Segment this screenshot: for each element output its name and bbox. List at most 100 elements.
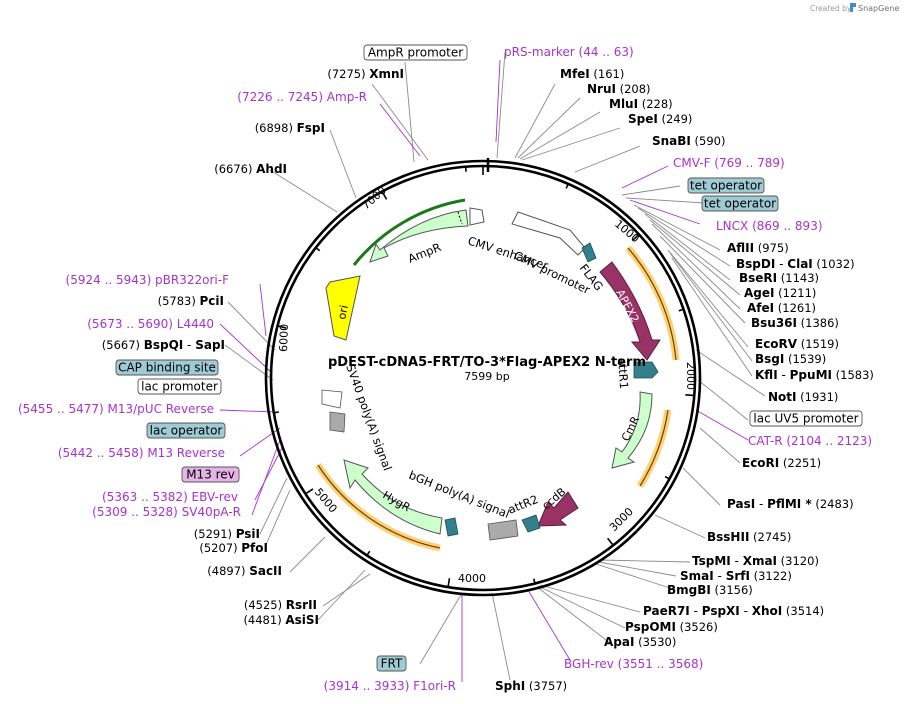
- enzyme-bsu36i[interactable]: Bsu36I (1386): [751, 316, 839, 330]
- feature-ori[interactable]: [325, 275, 361, 341]
- primer-sv40pa-r[interactable]: (5309 .. 5328) SV40pA-R: [92, 505, 241, 519]
- enzyme-noti[interactable]: NotI (1931): [768, 390, 838, 404]
- feature-attr1[interactable]: [633, 361, 659, 379]
- tick-label-4000: 4000: [458, 572, 486, 585]
- enzyme-sphi[interactable]: SphI (3757): [495, 679, 567, 693]
- tick-mark: [274, 411, 279, 414]
- primer-l4440[interactable]: (5673 .. 5690) L4440: [87, 317, 214, 331]
- enzyme-apai[interactable]: ApaI (3530): [604, 635, 676, 649]
- primer-m13-reverse[interactable]: (5442 .. 5458) M13 Reverse: [58, 446, 225, 460]
- feature-ampr[interactable]: [369, 209, 469, 263]
- enzyme-paer7i-pspxi-xhoi[interactable]: PaeR7I - PspXI - XhoI (3514): [643, 604, 824, 618]
- svg-text:FRT: FRT: [381, 657, 403, 671]
- primer-f1ori-r[interactable]: (3914 .. 3933) F1ori-R: [324, 679, 456, 693]
- enzyme-tspmi-xmai[interactable]: TspMI - XmaI (3120): [692, 554, 819, 568]
- credit-prefix: Created by: [810, 4, 852, 13]
- enzyme-bspqi-sapi[interactable]: (5667) BspQI - SapI: [102, 338, 225, 352]
- boxed-label-lac-operator[interactable]: lac operator: [146, 422, 226, 439]
- primer-cmv-f[interactable]: CMV-F (769 .. 789): [673, 156, 785, 170]
- enzyme-agei[interactable]: AgeI (1211): [744, 286, 816, 300]
- enzyme-nrui[interactable]: NruI (208): [587, 82, 651, 96]
- primer-cat-r[interactable]: CAT-R (2104 .. 2123): [748, 434, 872, 448]
- primer-prs-marker[interactable]: pRS-marker (44 .. 63): [504, 45, 634, 59]
- tick-mark: [664, 475, 669, 480]
- enzyme-asisi[interactable]: (4481) AsiSI: [243, 613, 319, 627]
- enzyme-ecori[interactable]: EcoRI (2251): [742, 456, 821, 470]
- boxed-label-tet-operator[interactable]: tet operator: [701, 195, 779, 212]
- boxed-label-ampr-promoter[interactable]: AmpR promoter: [363, 44, 468, 61]
- enzyme-pfoi[interactable]: (5207) PfoI: [199, 541, 268, 555]
- enzyme-smai-srfi[interactable]: SmaI - SrfI (3122): [680, 569, 792, 583]
- boxed-label-frt[interactable]: FRT: [376, 655, 407, 672]
- tick-mark: [685, 394, 694, 397]
- tick-mark: [678, 308, 683, 312]
- enzyme-aflii[interactable]: AflII (975): [727, 241, 789, 255]
- snapgene-logo-icon: [850, 3, 856, 12]
- enzyme-pspomi[interactable]: PspOMI (3526): [625, 620, 718, 634]
- enzyme-mfei[interactable]: MfeI (161): [560, 67, 624, 81]
- enzyme-kfli-ppumi[interactable]: KflI - PpuMI (1583): [755, 368, 874, 382]
- primer-pbr322ori-f[interactable]: (5924 .. 5943) pBR322ori-F: [66, 273, 230, 287]
- enzyme-pasi-pflmi[interactable]: PasI - PflMI * (2483): [727, 497, 854, 511]
- svg-text:tet operator: tet operator: [690, 179, 762, 193]
- enzyme-bseri[interactable]: BseRI (1143): [739, 271, 819, 285]
- enzyme-afei[interactable]: AfeI (1261): [747, 301, 816, 315]
- svg-text:lac operator: lac operator: [150, 424, 223, 438]
- tick-mark: [607, 537, 614, 546]
- tick-mark: [532, 578, 536, 583]
- svg-text:lac UV5 promoter: lac UV5 promoter: [753, 412, 858, 426]
- feature-apex2[interactable]: [599, 261, 661, 361]
- feature-hygr[interactable]: [343, 459, 443, 535]
- orf-outline-hygr-line: [317, 464, 441, 549]
- svg-text:M13 rev: M13 rev: [186, 468, 235, 482]
- boxed-label-tet-operator[interactable]: tet operator: [687, 177, 765, 194]
- enzyme-bsshii[interactable]: BssHII (2745): [707, 530, 791, 544]
- feature-lac-promoter[interactable]: [321, 389, 343, 409]
- label-attr2: attR2: [506, 492, 540, 517]
- primer-amp-r[interactable]: (7226 .. 7245) Amp-R: [237, 90, 367, 104]
- enzyme-snabi[interactable]: SnaBI (590): [652, 134, 726, 148]
- tick-mark: [565, 184, 569, 189]
- feature-attr2[interactable]: [521, 514, 541, 533]
- tick-label-7000: 7000: [359, 184, 389, 212]
- map-title: pDEST-cDNA5-FRT/TO-3*Flag-APEX2 N-term: [328, 355, 646, 370]
- enzyme-ecorv[interactable]: EcoRV (1519): [755, 337, 839, 351]
- boxed-label-cap-binding-site[interactable]: CAP binding site: [115, 359, 219, 376]
- boxed-label-lac-uv5-promoter[interactable]: lac UV5 promoter: [749, 410, 863, 427]
- feature-bgh-polya[interactable]: [487, 519, 519, 541]
- enzyme-ahdi[interactable]: (6676) AhdI: [214, 162, 287, 176]
- enzyme-bspdi-clai[interactable]: BspDI - ClaI (1032): [736, 257, 855, 271]
- enzyme-mlui[interactable]: MluI (228): [609, 97, 673, 111]
- feature-flag[interactable]: [581, 242, 597, 263]
- enzyme-xmni[interactable]: (7275) XmnI: [327, 67, 404, 81]
- svg-text:tet operator: tet operator: [704, 197, 776, 211]
- primer-ebv-rev[interactable]: (5363 .. 5382) EBV-rev: [102, 490, 238, 504]
- enzyme-bsgi[interactable]: BsgI (1539): [755, 352, 826, 366]
- feature-cmv-promoter-start[interactable]: [469, 207, 485, 226]
- enzyme-sacii[interactable]: (4897) SacII: [207, 564, 282, 578]
- orf-outline-apex2-line: [627, 247, 677, 361]
- feature-cmv-enhancer[interactable]: [511, 211, 586, 256]
- feature-ccdb[interactable]: [537, 491, 579, 527]
- tick-mark: [382, 191, 388, 200]
- tick-mark: [447, 578, 451, 587]
- primer-lncx[interactable]: LNCX (869 .. 893): [716, 219, 823, 233]
- primer-m13-puc-reverse[interactable]: (5455 .. 5477) M13/pUC Reverse: [18, 402, 214, 416]
- tick-label-2000: 2000: [684, 362, 697, 390]
- enzyme-rsrii[interactable]: (4525) RsrII: [244, 598, 317, 612]
- enzyme-pcii[interactable]: (5783) PciI: [158, 294, 224, 308]
- feature-frt[interactable]: [444, 517, 459, 537]
- feature-cmr[interactable]: [611, 391, 653, 469]
- enzyme-fspi[interactable]: (6898) FspI: [255, 121, 325, 135]
- tick-mark: [316, 247, 321, 252]
- boxed-label-m13-rev[interactable]: M13 rev: [181, 466, 240, 483]
- svg-text:AmpR promoter: AmpR promoter: [368, 46, 463, 60]
- enzyme-spei[interactable]: SpeI (249): [628, 112, 692, 126]
- enzyme-bmgbi[interactable]: BmgBI (3156): [667, 583, 753, 597]
- feature-sv40-polya[interactable]: [329, 411, 346, 433]
- enzyme-psii[interactable]: (5291) PsiI: [194, 527, 260, 541]
- boxed-label-lac-promoter[interactable]: lac promoter: [137, 378, 222, 395]
- primer-bgh-rev[interactable]: BGH-rev (3551 .. 3568): [564, 657, 703, 671]
